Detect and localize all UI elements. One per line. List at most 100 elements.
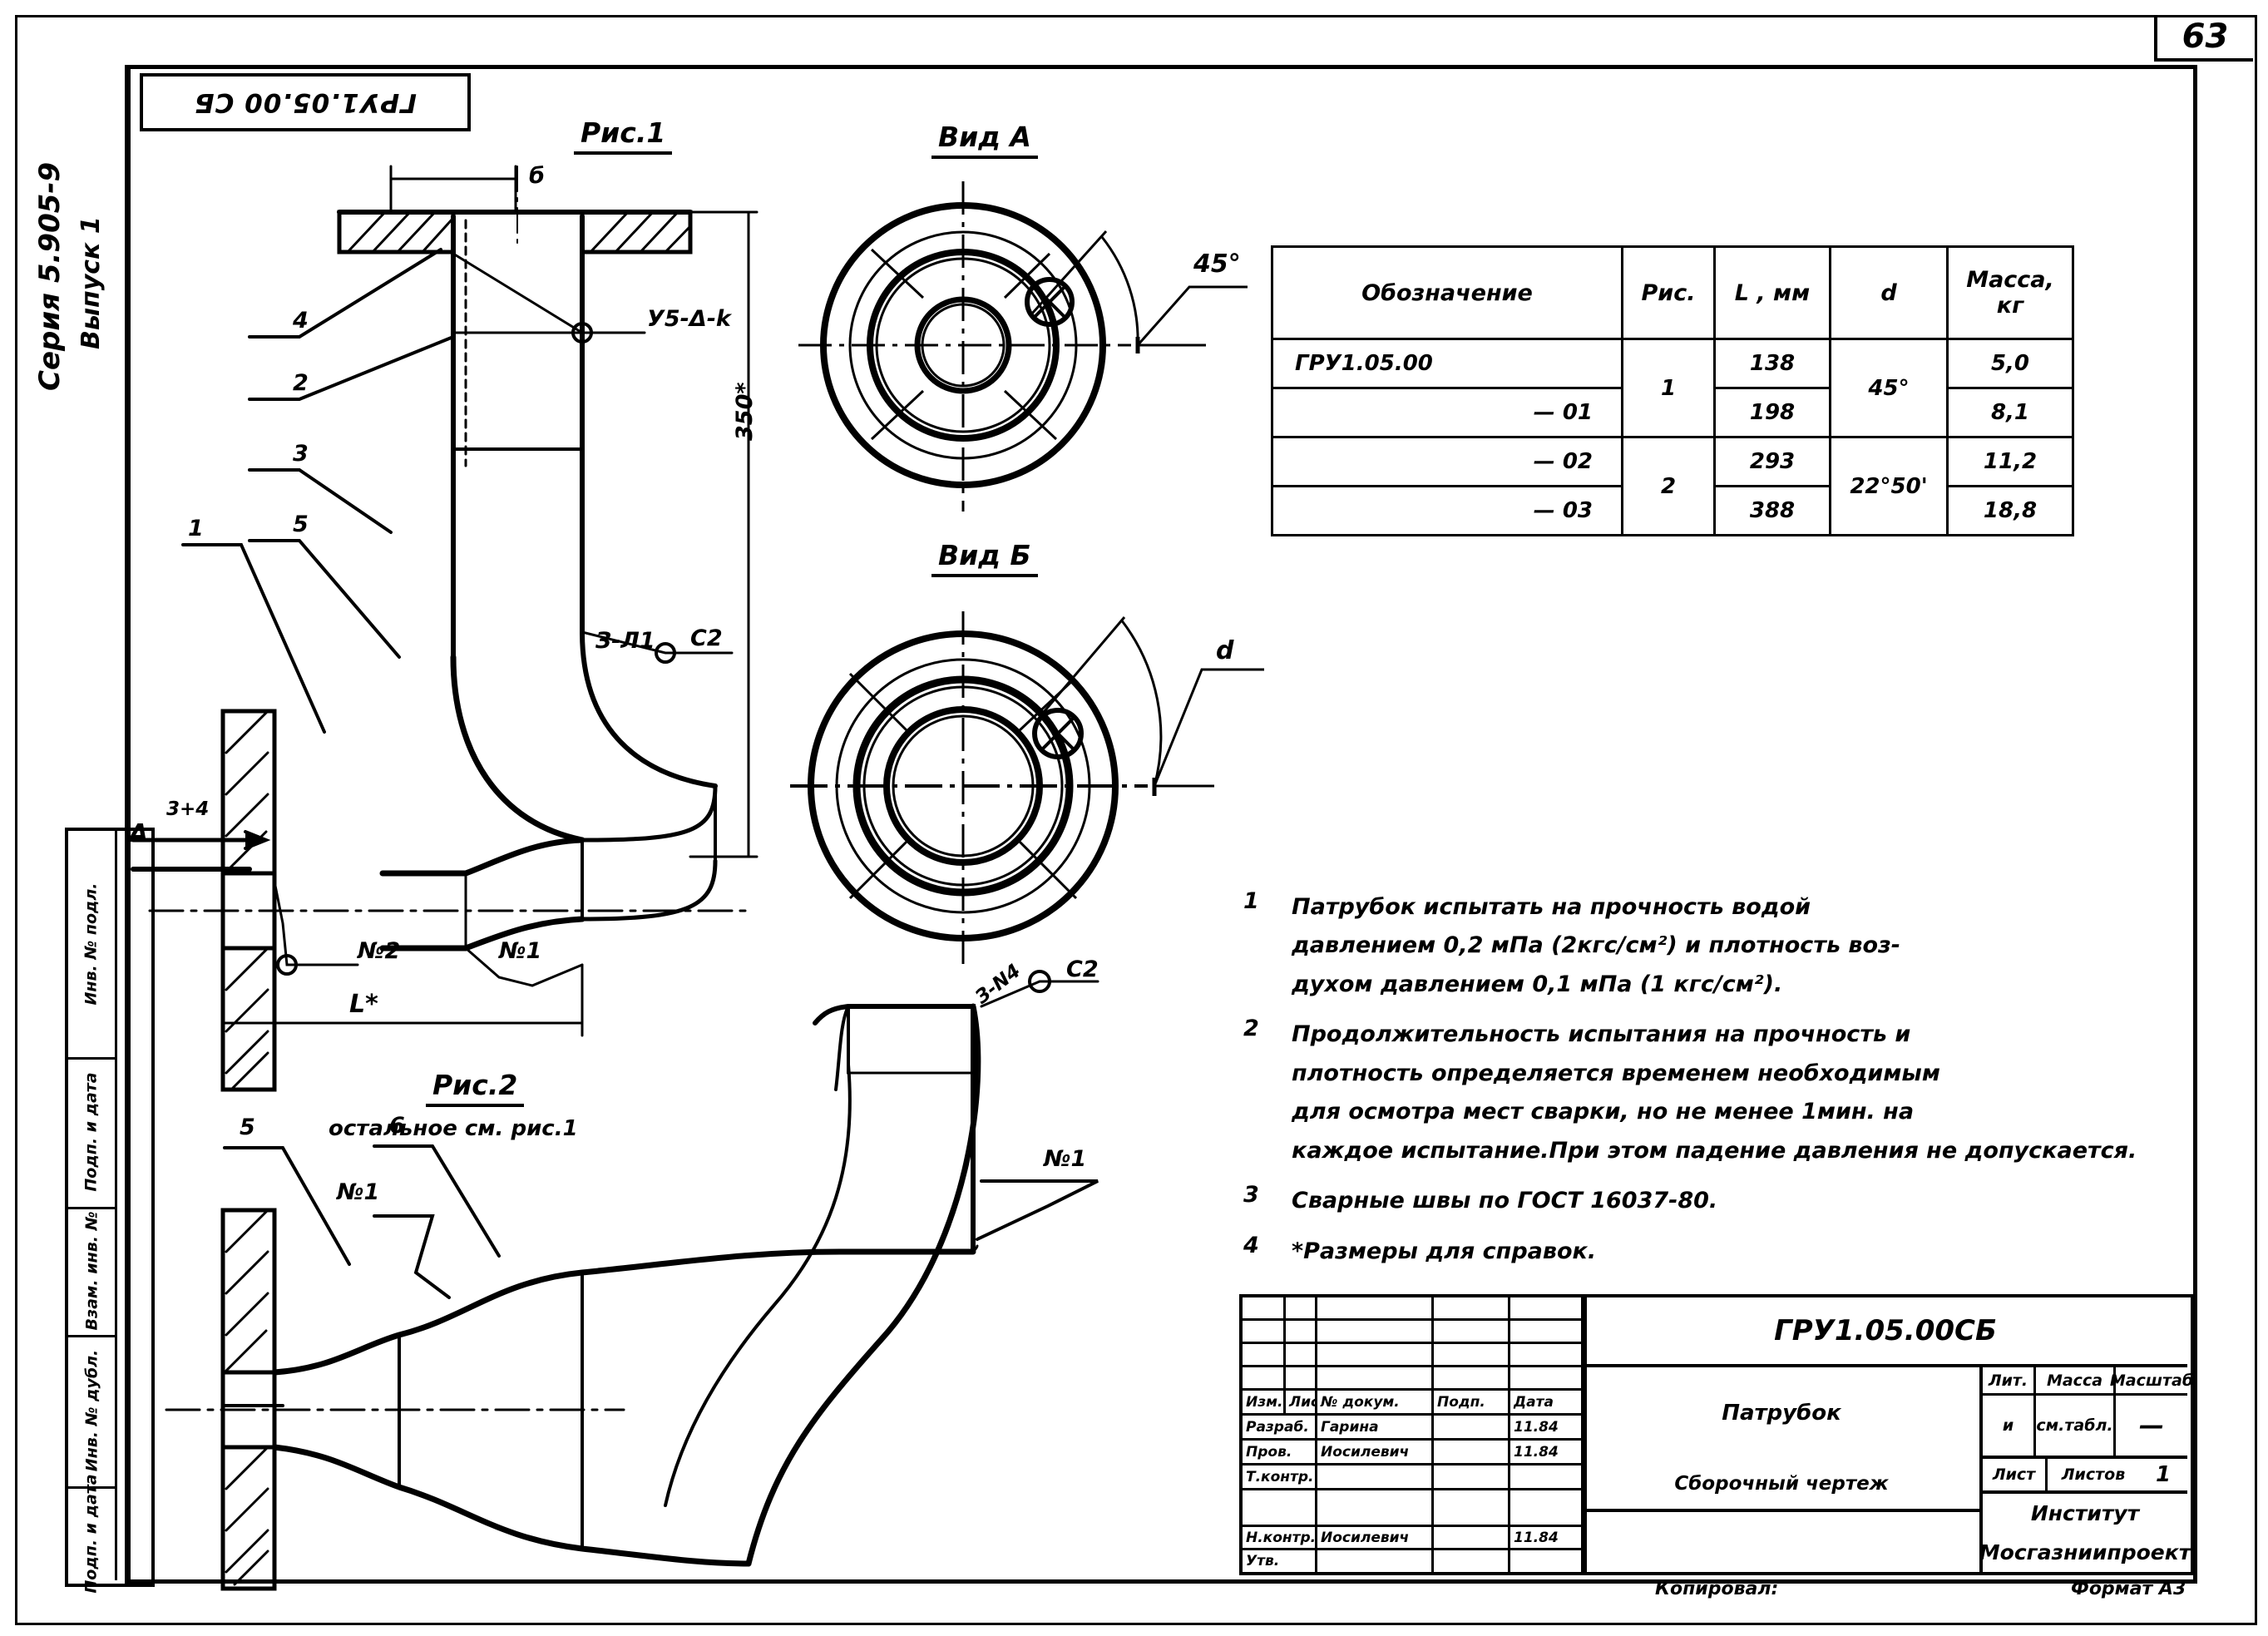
- rev-blank: [1286, 1297, 1317, 1321]
- view-a-caption: Вид А: [931, 121, 1038, 159]
- spec-cell-designation: — 01: [1271, 387, 1623, 438]
- spec-cell-length: 293: [1713, 436, 1831, 487]
- note-line: Сварные швы по ГОСТ 16037-80.: [1292, 1188, 1718, 1214]
- scale-value: —: [2116, 1396, 2187, 1459]
- note-text: Продолжительность испытания на прочность…: [1292, 1016, 2137, 1170]
- role-label: Т.контр.: [1243, 1465, 1317, 1490]
- role-name: [1317, 1550, 1434, 1572]
- note-text: Патрубок испытать на прочность водой дав…: [1292, 888, 1900, 1004]
- fig1-callout-3: 3: [293, 441, 309, 467]
- mass-value: см.табл.: [2036, 1396, 2116, 1459]
- fig2-callout-6: 6: [389, 1113, 405, 1139]
- sheets-value: 1: [2139, 1459, 2187, 1494]
- spec-cell-mass: 18,8: [1946, 485, 2074, 536]
- role-sign: [1434, 1527, 1510, 1550]
- fig1-dim-b: б: [529, 163, 545, 189]
- role-name: Иосилевич: [1317, 1527, 1434, 1550]
- role-name: [1317, 1490, 1434, 1527]
- view-a-angle: 45°: [1193, 250, 1241, 279]
- rev-blank: [1286, 1321, 1317, 1344]
- fig1-dim-length: L*: [349, 990, 378, 1019]
- note-number: 2: [1243, 1016, 1259, 1042]
- top-designation-box: ГРУ1.05.00 СБ: [140, 73, 471, 131]
- role-date: [1510, 1550, 1584, 1572]
- fig2-weld-no1-right: №1: [1044, 1146, 1087, 1172]
- rev-blank: [1317, 1321, 1434, 1344]
- title-part-name: Патрубок: [1584, 1367, 1983, 1459]
- role-sign: [1434, 1416, 1510, 1441]
- note-line: духом давлением 0,1 мПа (1 кгс/см²).: [1292, 971, 1783, 997]
- spec-cell-d: 22°50': [1829, 436, 1949, 536]
- role-date: [1510, 1465, 1584, 1490]
- spec-cell-mass: 8,1: [1946, 387, 2074, 438]
- spec-header-fig: Рис.: [1621, 245, 1716, 340]
- role-sign: [1434, 1441, 1510, 1465]
- fig1-weld-u5: У5-Δ-k: [647, 306, 731, 332]
- fig1-callout-4: 4: [293, 308, 309, 334]
- fig1-callout-2: 2: [293, 370, 309, 396]
- fig2-caption: Рис.2: [426, 1069, 525, 1107]
- technical-notes: 1 Патрубок испытать на прочность водой д…: [1243, 888, 2175, 1283]
- note-number: 3: [1243, 1182, 1259, 1208]
- rev-header-list: Лист: [1286, 1391, 1317, 1416]
- role-label: Утв.: [1243, 1550, 1317, 1572]
- spec-header-length: L , мм: [1713, 245, 1831, 340]
- fig1-callout-5: 5: [293, 512, 309, 537]
- title-designation: ГРУ1.05.00СБ: [1584, 1297, 2187, 1367]
- spec-cell-d: 45°: [1829, 338, 1949, 438]
- note-number: 4: [1243, 1232, 1259, 1258]
- note-line: Продолжительность испытания на прочность…: [1292, 1021, 1911, 1048]
- spec-row: — 03 388 18,8: [1271, 485, 2074, 536]
- fig2-weld-no1-left: №1: [337, 1179, 380, 1205]
- mass-header: Масса: [2036, 1367, 2116, 1396]
- fig1-dim-flange: 3+4: [166, 798, 210, 820]
- rev-blank: [1510, 1344, 1584, 1367]
- spec-row: ГРУ1.05.00 1 138 45° 5,0: [1271, 338, 2074, 438]
- sheet-outer-frame: [15, 15, 2257, 1625]
- fig2-weld-c2: С2: [1066, 956, 1099, 982]
- role-label: Н.контр.: [1243, 1527, 1317, 1550]
- rev-blank: [1317, 1297, 1434, 1321]
- rev-blank: [1286, 1344, 1317, 1367]
- spec-cell-fig: 1: [1621, 338, 1716, 438]
- note-number: 1: [1243, 888, 1259, 914]
- spec-cell-length: 388: [1713, 485, 1831, 536]
- note-line: давлением 0,2 мПа (2кгс/см²) и плотность…: [1292, 932, 1900, 959]
- note-line: для осмотра мест сварки, но не менее 1ми…: [1292, 1099, 1915, 1125]
- title-block-divider: [1584, 1297, 1587, 1572]
- fig1-weld-c2: С2: [690, 625, 723, 651]
- fig1-weld-zl1: З-Л1: [595, 628, 655, 654]
- stage-header: Лит.: [1983, 1367, 2036, 1396]
- left-margin-cell-1: Подп. и дата: [68, 1057, 117, 1209]
- rev-header-data: Дата: [1510, 1391, 1584, 1416]
- rev-blank: [1434, 1297, 1510, 1321]
- note-item: 1 Патрубок испытать на прочность водой д…: [1243, 888, 2175, 1004]
- role-label: Разраб.: [1243, 1416, 1317, 1441]
- stage-value: и: [1983, 1396, 2036, 1459]
- left-margin-cell-2: Взам. инв. №: [68, 1207, 117, 1337]
- spec-row: — 02 2 293 22°50' 11,2: [1271, 436, 2074, 536]
- organization-line1: Институт: [2030, 1500, 2140, 1525]
- rev-blank: [1243, 1367, 1286, 1391]
- note-item: 4 *Размеры для справок.: [1243, 1233, 2175, 1271]
- rev-blank: [1434, 1367, 1510, 1391]
- sheets-header: Листов: [2048, 1459, 2139, 1494]
- role-date: 11.84: [1510, 1441, 1584, 1465]
- format-note: Формат А3: [2071, 1579, 2186, 1599]
- left-margin-cell-0: Инв. № подл.: [68, 831, 117, 1060]
- scale-header: Масштаб: [2110, 1367, 2193, 1396]
- specification-table: Обозначение Рис. L , мм d Масса, кг ГРУ1…: [1271, 245, 2074, 536]
- role-name: Гарина: [1317, 1416, 1434, 1441]
- rev-blank: [1510, 1297, 1584, 1321]
- note-line: плотность определяется временем необходи…: [1292, 1060, 1940, 1086]
- title-block: Изм. Лист № докум. Подп. Дата Разраб. Га…: [1239, 1294, 2194, 1575]
- spec-cell-mass: 11,2: [1946, 436, 2074, 487]
- rev-blank: [1243, 1297, 1286, 1321]
- note-line: каждое испытание.При этом падение давлен…: [1292, 1137, 2137, 1164]
- spec-cell-fig: 2: [1621, 436, 1716, 536]
- role-name: [1317, 1465, 1434, 1490]
- page-number-box: 63: [2154, 15, 2253, 62]
- sheet-inner-frame: [125, 65, 2197, 1584]
